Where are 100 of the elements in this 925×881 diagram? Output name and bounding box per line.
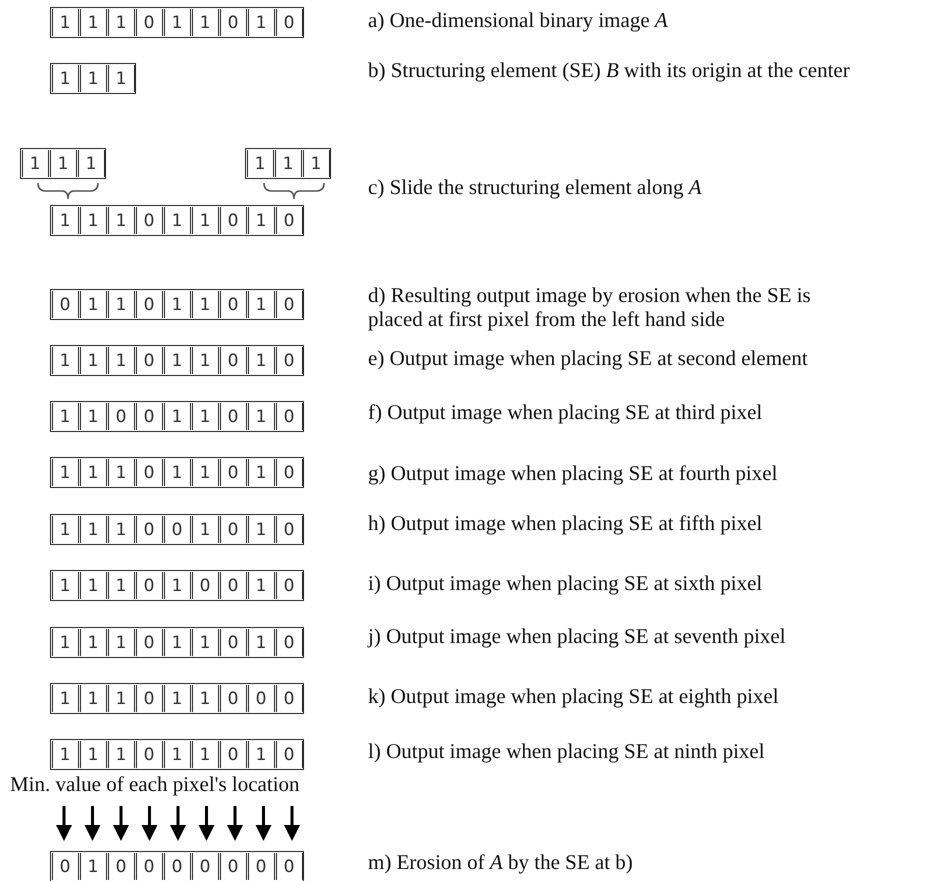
- pixel-cell: 1: [52, 572, 78, 599]
- pixel-cell: 1: [246, 150, 274, 177]
- pixel-cell: 1: [80, 741, 106, 768]
- pixel-cell: 1: [164, 685, 190, 712]
- pixel-cell: 1: [108, 207, 134, 234]
- pixel-cell: 1: [248, 572, 274, 599]
- pixel-cell: 0: [276, 207, 302, 234]
- pixel-cell: 0: [136, 853, 162, 880]
- pixel-cell: 0: [220, 685, 246, 712]
- pixel-cell: 1: [108, 685, 134, 712]
- caption-text: a) One-dimensional binary image A: [368, 8, 669, 32]
- pixel-cell: 1: [192, 459, 218, 486]
- pixel-cell: 1: [52, 516, 78, 543]
- pixel-cell: 1: [52, 347, 78, 374]
- pixel-cell: 1: [248, 347, 274, 374]
- pixel-cell: 0: [192, 853, 218, 880]
- pixel-cell: 1: [52, 685, 78, 712]
- caption-text: d) Resulting output image by erosion when the SE is placed at first pixel from the left hand side: [368, 283, 812, 331]
- pixel-cell: 1: [52, 207, 78, 234]
- pixel-cell: 0: [220, 459, 246, 486]
- pixel-cell: 0: [276, 853, 302, 880]
- pixel-cell: 1: [108, 9, 134, 36]
- pixel-cell: 1: [80, 685, 106, 712]
- pixel-cell: 1: [164, 347, 190, 374]
- pixel-cell: 0: [276, 516, 302, 543]
- caption-text: g) Output image when placing SE at fourth pixel: [368, 461, 778, 485]
- caption-text: c) Slide the structuring element along A: [368, 175, 703, 199]
- pixel-cell: 0: [220, 629, 246, 656]
- caption-text: e) Output image when placing SE at second element: [368, 346, 809, 370]
- pixel-cell: 1: [80, 516, 106, 543]
- pixel-cell: 0: [136, 685, 162, 712]
- caption-text: k) Output image when placing SE at eighth pixel: [368, 684, 780, 708]
- pixel-cell: 1: [192, 516, 218, 543]
- pixel-cell: 0: [276, 9, 302, 36]
- pixel-cell: 1: [192, 741, 218, 768]
- pixel-cell: 0: [248, 685, 274, 712]
- pixel-cell: 1: [164, 207, 190, 234]
- pixel-cell: 0: [220, 741, 246, 768]
- pixel-cell: 1: [52, 9, 78, 36]
- pixel-cell: 1: [192, 207, 218, 234]
- pixel-cell: 1: [80, 65, 106, 92]
- pixel-cell: 1: [108, 629, 134, 656]
- pixel-cell: 1: [22, 150, 48, 177]
- pixel-cell: 0: [136, 347, 162, 374]
- pixel-cell: 1: [80, 459, 106, 486]
- pixel-cell: 1: [248, 741, 274, 768]
- pixel-cell: 1: [248, 516, 274, 543]
- pixel-cell: 1: [164, 403, 190, 430]
- pixel-cell: 1: [80, 291, 106, 318]
- pixel-cell: 1: [192, 685, 218, 712]
- pixel-cell: 1: [80, 853, 106, 880]
- pixel-cell: 0: [136, 9, 162, 36]
- pixel-cell: 1: [248, 403, 274, 430]
- caption-text: l) Output image when placing SE at ninth pixel: [368, 739, 766, 763]
- pixel-cell: 1: [52, 65, 78, 92]
- pixel-cell: 0: [136, 516, 162, 543]
- pixel-cell: 0: [276, 291, 302, 318]
- caption-text: Min. value of each pixel's location: [10, 772, 301, 796]
- pixel-cell: 0: [108, 853, 134, 880]
- pixel-cell: 1: [164, 629, 190, 656]
- pixel-cell: 0: [220, 572, 246, 599]
- pixel-cell: 1: [80, 403, 106, 430]
- pixel-cell: 1: [52, 629, 78, 656]
- pixel-cell: 0: [164, 853, 190, 880]
- pixel-cell: 0: [136, 291, 162, 318]
- pixel-cell: 1: [78, 150, 104, 177]
- pixel-cell: 1: [274, 150, 302, 177]
- pixel-cell: 1: [108, 572, 134, 599]
- pixel-cell: 0: [220, 403, 246, 430]
- pixel-cell: 1: [302, 150, 330, 177]
- caption-text: b) Structuring element (SE) B with its origin at the center: [368, 58, 851, 82]
- pixel-cell: 0: [192, 572, 218, 599]
- pixel-cell: 0: [276, 403, 302, 430]
- pixel-cell: 1: [52, 459, 78, 486]
- pixel-cell: 0: [136, 629, 162, 656]
- pixel-cell: 0: [52, 291, 78, 318]
- pixel-cell: 0: [248, 853, 274, 880]
- pixel-cell: 0: [220, 9, 246, 36]
- pixel-cell: 0: [164, 516, 190, 543]
- pixel-cell: 1: [108, 741, 134, 768]
- pixel-cell: 1: [248, 629, 274, 656]
- pixel-cell: 1: [248, 207, 274, 234]
- pixel-cell: 1: [248, 291, 274, 318]
- pixel-cell: 1: [80, 347, 106, 374]
- pixel-cell: 0: [276, 572, 302, 599]
- pixel-cell: 0: [276, 347, 302, 374]
- pixel-cell: 1: [164, 741, 190, 768]
- pixel-cell: 1: [164, 9, 190, 36]
- pixel-cell: 0: [136, 207, 162, 234]
- pixel-cell: 0: [52, 853, 78, 880]
- pixel-cell: 1: [192, 403, 218, 430]
- caption-text: h) Output image when placing SE at fifth pixel: [368, 511, 764, 535]
- pixel-cell: 1: [192, 291, 218, 318]
- caption-text: i) Output image when placing SE at sixth pixel: [368, 571, 764, 595]
- pixel-cell: 0: [276, 685, 302, 712]
- pixel-cell: 0: [136, 403, 162, 430]
- pixel-cell: 1: [108, 65, 134, 92]
- pixel-cell: 0: [220, 347, 246, 374]
- pixel-cell: 1: [192, 629, 218, 656]
- pixel-cell: 1: [164, 572, 190, 599]
